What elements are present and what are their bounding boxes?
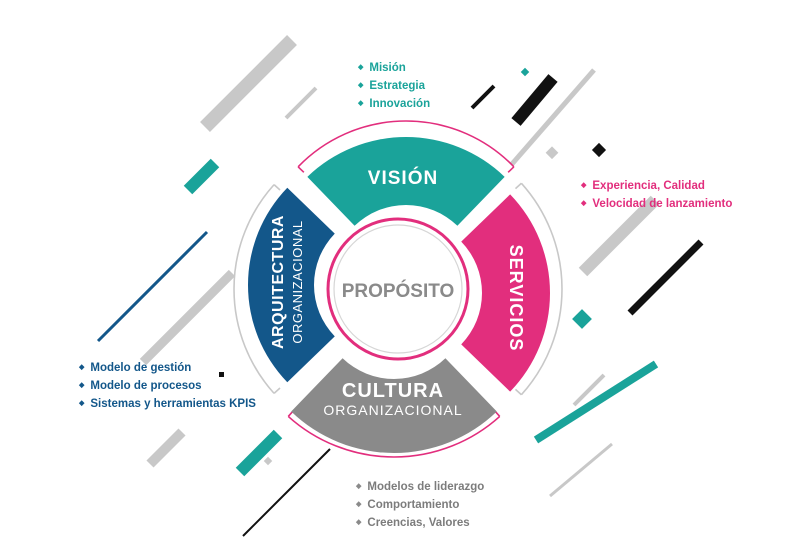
outline-arquitectura-tick [273,387,281,394]
stripe-4 [96,230,209,343]
cultura-bullet-list: Modelos de liderazgoComportamientoCreenc… [356,478,484,532]
servicios-bullet-list: Experiencia, CalidadVelocidad de lanzami… [581,177,732,213]
segment-arquitectura-title: ARQUITECTURA [270,215,287,349]
stripe-11 [572,373,606,407]
stripe-16 [242,448,331,537]
stripe-13 [549,442,613,498]
stripe-8 [510,68,596,166]
cultura-list-item: Modelos de liderazgo [356,478,484,496]
stripe-3 [183,158,220,195]
servicios-list-item: Experiencia, Calidad [581,177,732,195]
stripe-12 [533,360,659,444]
arquitectura-list-item: Modelo de procesos [79,377,256,395]
stripe-10 [627,239,704,316]
segment-arquitectura-subtitle: ORGANIZACIONAL [290,220,305,343]
segment-cultura [291,358,497,454]
center-label: PROPÓSITO [342,280,455,302]
segment-vision [307,137,505,226]
outline-cultura [287,415,501,458]
outline-servicios-tick [514,182,522,190]
outline-servicios [520,182,563,396]
stripe-5 [139,269,236,366]
outline-vision [297,120,515,168]
segment-vision-title: VISIÓN [368,167,438,189]
square-1 [520,67,530,77]
segment-servicios [461,194,550,392]
center-inner-ring [333,224,463,354]
square-3 [572,309,592,329]
square-6 [263,456,273,466]
outline-servicios-tick [514,388,522,396]
cultura-list-item: Creencias, Valores [356,514,484,532]
arquitectura-list-item: Modelo de gestión [79,359,256,377]
stripe-6 [470,84,496,110]
outline-vision-tick [297,166,305,173]
ring-segments [248,137,550,454]
vision-list-item: Misión [358,59,430,77]
stripe-15 [146,428,186,468]
square-4 [545,146,559,160]
arquitectura-list-item: Sistemas y herramientas KPIS [79,395,256,413]
outline-arquitectura-tick [273,184,281,191]
segment-servicios-title: SERVICIOS [506,245,526,352]
outline-vision-tick [507,166,515,173]
vision-list-item: Estrategia [358,77,430,95]
stripe-14 [235,429,283,477]
stripe-7 [511,74,558,126]
square-2 [591,142,607,158]
servicios-list-item: Velocidad de lanzamiento [581,195,732,213]
segment-cultura-title: CULTURA [342,380,444,402]
ring-outlines [233,120,563,458]
cultura-list-item: Comportamiento [356,496,484,514]
segment-arquitectura [248,187,335,383]
stripe-2 [284,86,318,120]
arquitectura-bullet-list: Modelo de gestiónModelo de procesosSiste… [79,359,256,413]
vision-bullet-list: MisiónEstrategiaInnovación [358,59,430,113]
center-circle [326,217,470,361]
segment-cultura-subtitle: ORGANIZACIONAL [323,402,462,418]
stripe-1 [200,35,297,132]
vision-list-item: Innovación [358,95,430,113]
